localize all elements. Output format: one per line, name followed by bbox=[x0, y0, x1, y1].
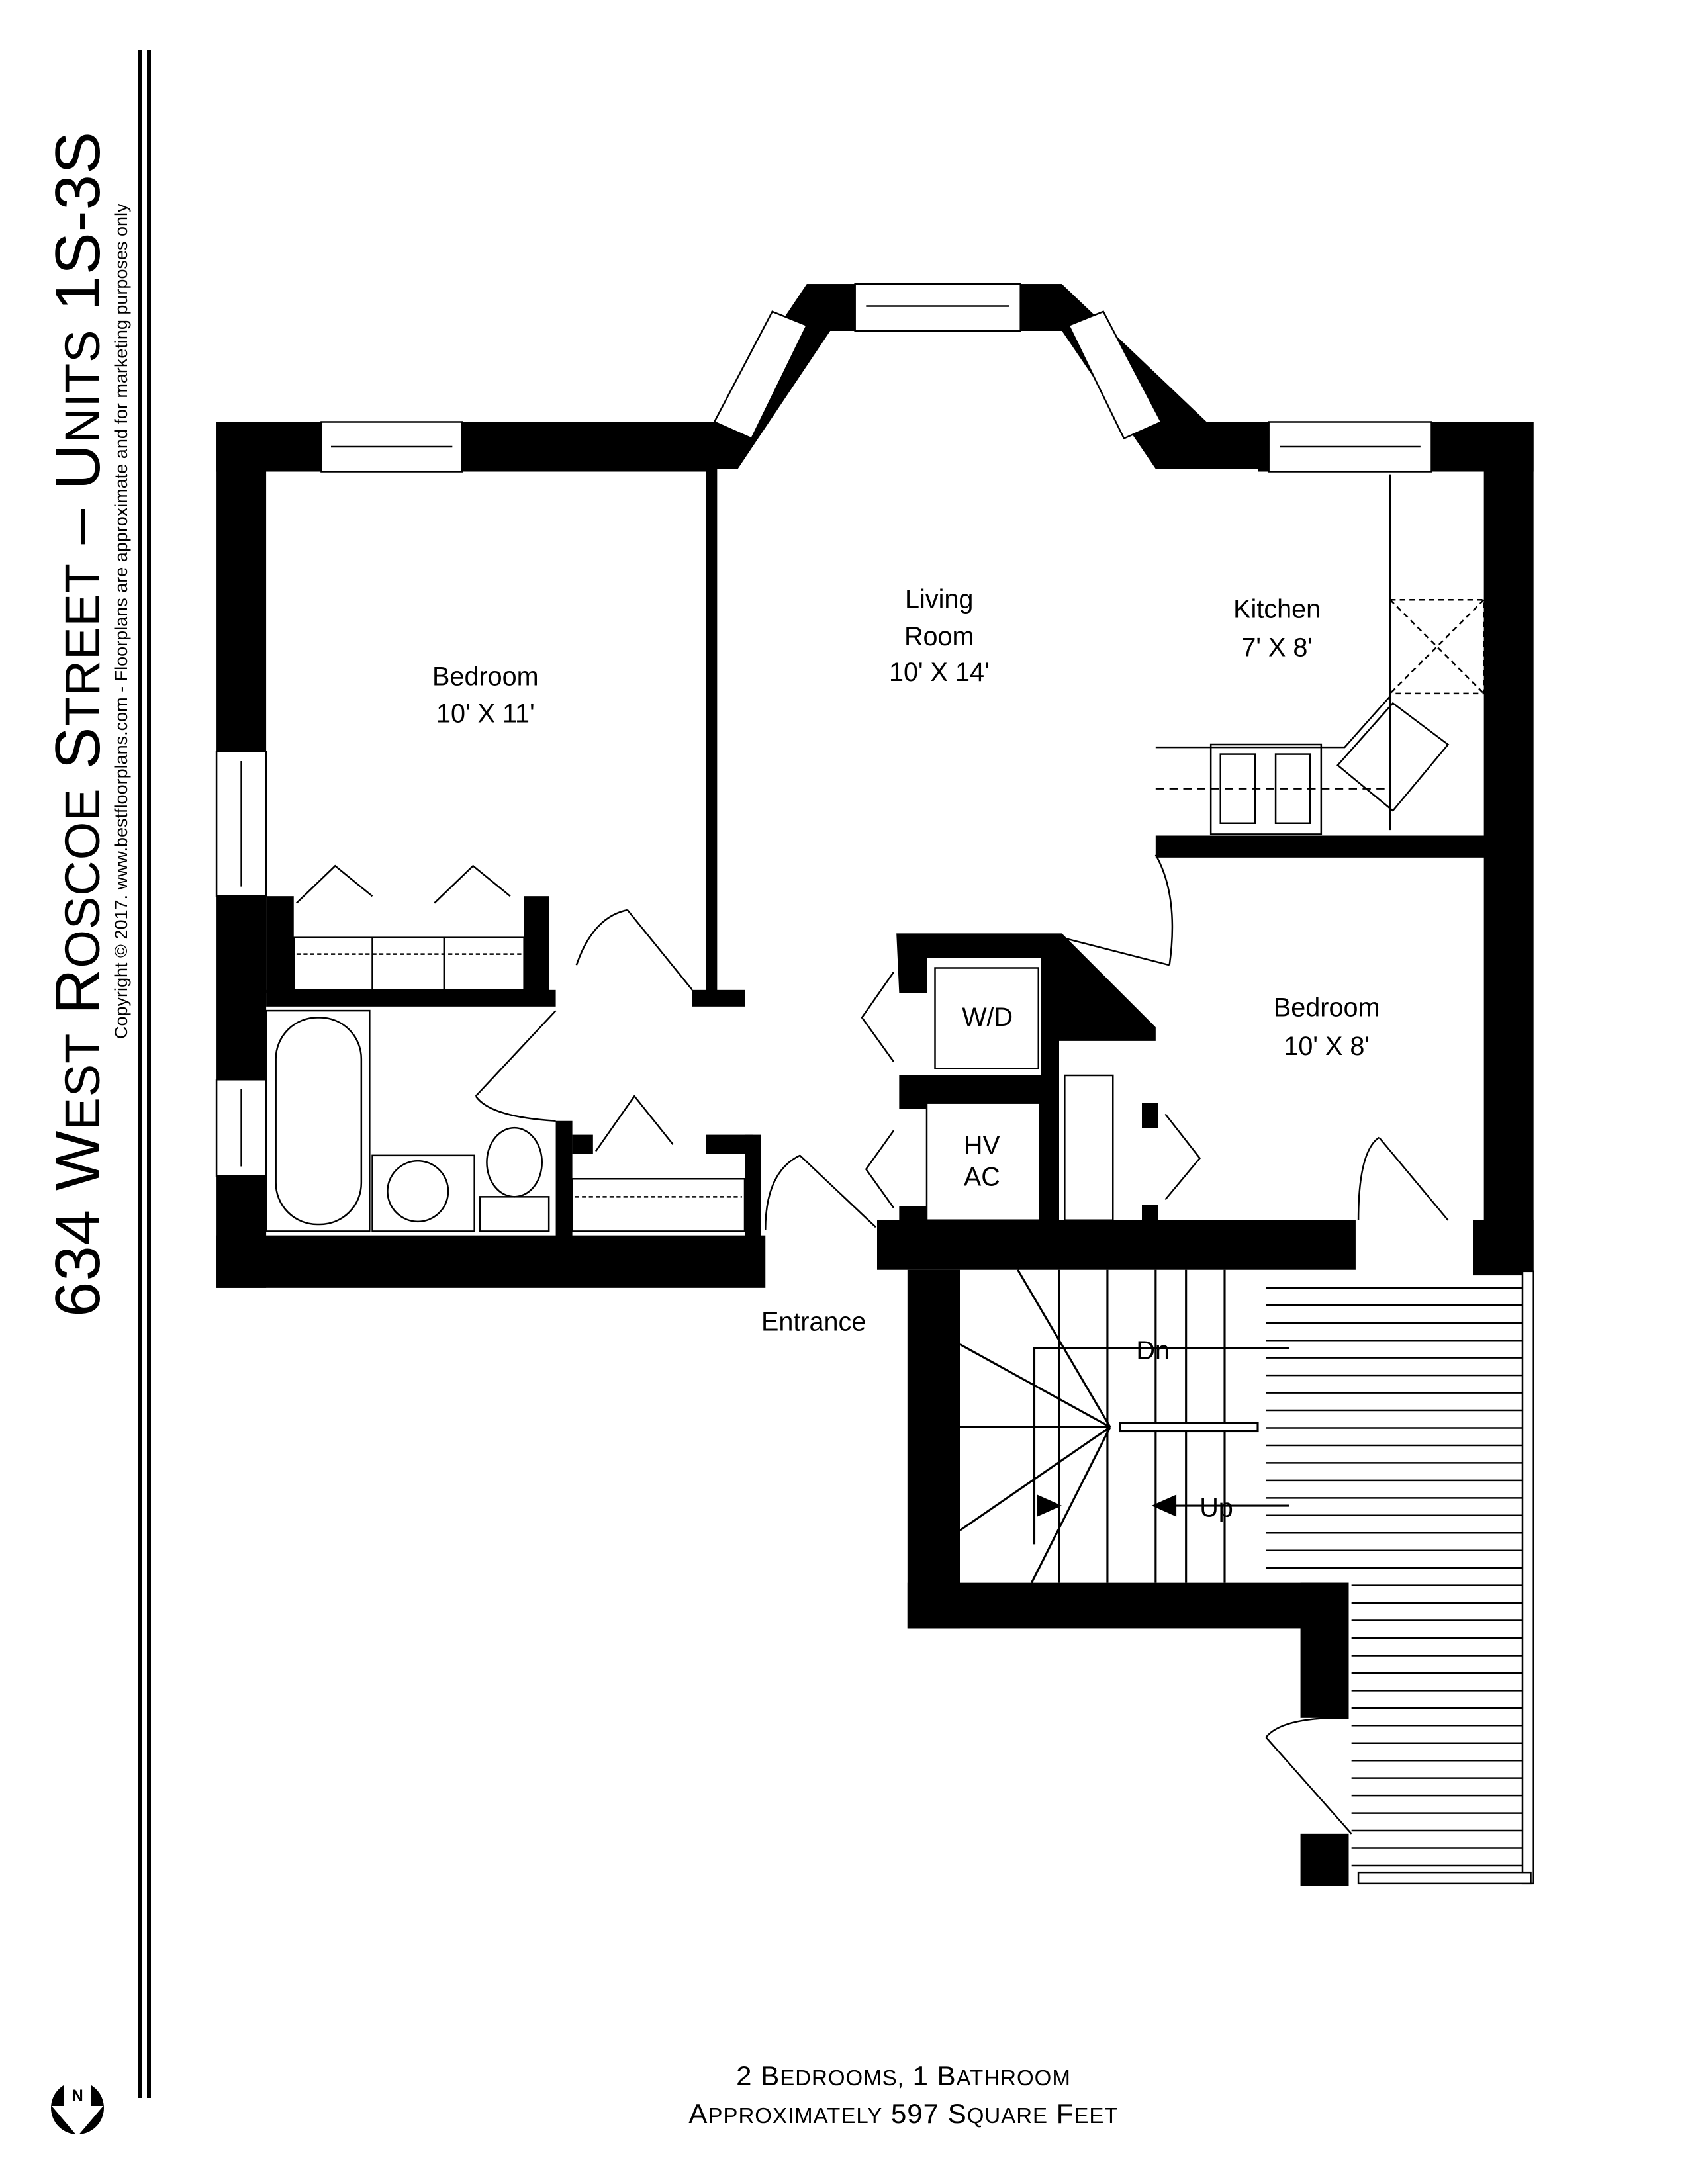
unit-summary: 2 BEDROOMS, 1 BATHROOM APPROXIMATELY 597… bbox=[0, 2058, 1688, 2134]
room-size-bedroom-1: 10' X 11' bbox=[436, 700, 535, 729]
border-line-right bbox=[147, 50, 151, 2098]
room-size-bedroom-2: 10' X 8' bbox=[1284, 1032, 1370, 1061]
room-label-kitchen: Kitchen bbox=[1233, 594, 1321, 623]
deck-door bbox=[1265, 1717, 1352, 1835]
room-label-living-2: Room bbox=[904, 622, 974, 651]
hvac-label-1: HV bbox=[964, 1131, 1001, 1160]
summary-rooms: 2 BEDROOMS, 1 BATHROOM bbox=[736, 2060, 1071, 2091]
staircase bbox=[959, 1269, 1289, 1584]
room-label-living-1: Living bbox=[905, 585, 973, 614]
deck bbox=[1357, 1270, 1534, 1885]
svg-text:N: N bbox=[71, 2087, 83, 2105]
walls bbox=[216, 284, 1534, 1886]
deck-boards bbox=[1266, 1287, 1523, 1867]
hvac-label-2: AC bbox=[964, 1163, 1000, 1192]
stairs-down-label: Dn bbox=[1136, 1336, 1170, 1365]
room-size-living: 10' X 14' bbox=[889, 658, 990, 687]
north-compass-icon: N bbox=[51, 2081, 104, 2136]
room-label-bedroom-2: Bedroom bbox=[1274, 993, 1380, 1022]
border-line-left bbox=[138, 50, 142, 2098]
summary-area: APPROXIMATELY 597 SQUARE FEET bbox=[688, 2098, 1119, 2129]
room-label-bedroom-1: Bedroom bbox=[432, 662, 539, 691]
entrance-label: Entrance bbox=[761, 1307, 866, 1336]
washer-dryer-label: W/D bbox=[962, 1003, 1013, 1032]
fixtures bbox=[265, 474, 1485, 1232]
title-sidebar: 634 WEST ROSCOE STREET – UNITS 1S-3S Cop… bbox=[0, 0, 159, 2184]
windows bbox=[215, 283, 1432, 1177]
room-size-kitchen: 7' X 8' bbox=[1241, 633, 1313, 662]
stairs-up-label: Up bbox=[1199, 1494, 1233, 1523]
